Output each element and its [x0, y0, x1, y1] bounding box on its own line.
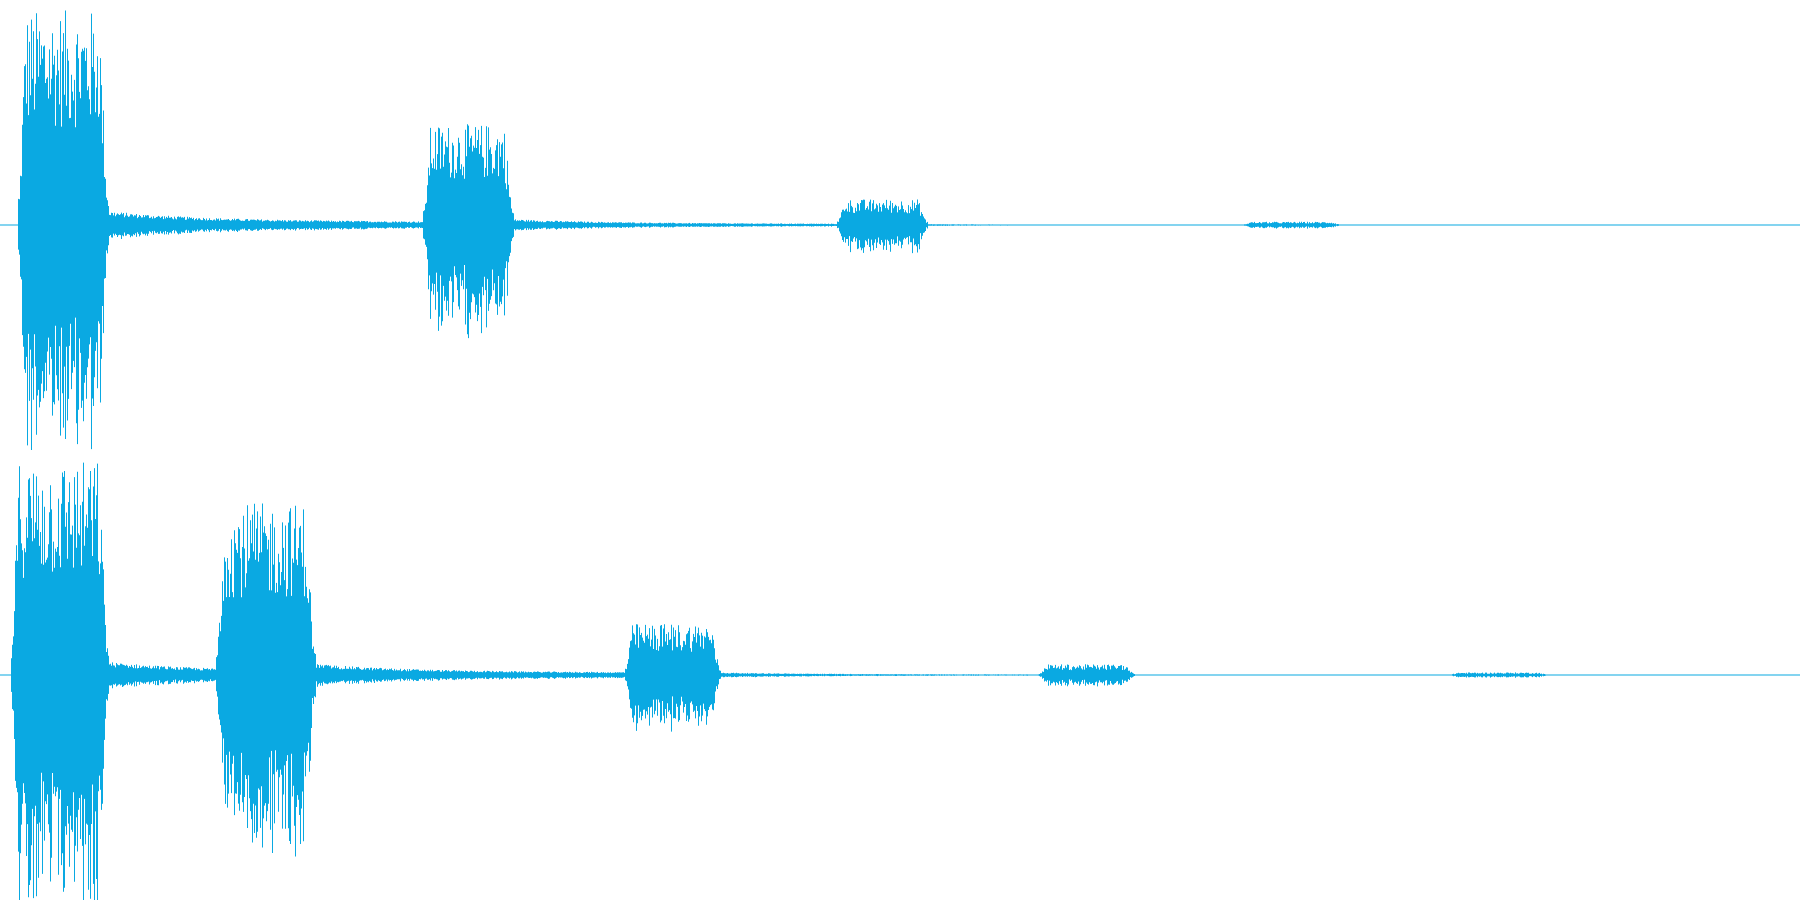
channel-1-signal — [18, 10, 1342, 450]
channel-2 — [0, 450, 1800, 900]
channel-1-waveform — [0, 10, 1800, 450]
channel-2-signal — [11, 462, 1547, 900]
channel-2-waveform — [0, 462, 1800, 900]
channel-1 — [0, 10, 1800, 450]
